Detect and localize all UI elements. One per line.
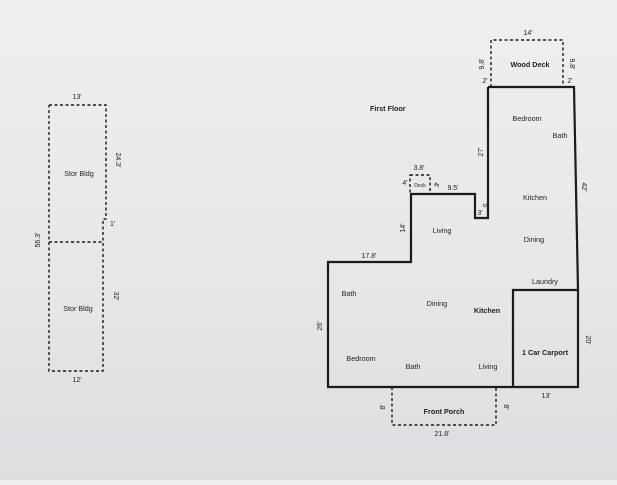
dim-porch-width: 21.8' — [435, 431, 450, 438]
dim-small-deck-left: 4' — [402, 180, 407, 187]
dim-small-deck-right: 4' — [432, 182, 439, 187]
dim-porch-left: 8' — [380, 404, 387, 409]
dim-deck-right-step: 2' — [567, 78, 572, 85]
dim-upper-left-27: 27' — [478, 147, 485, 156]
room-bath-left: Bath — [342, 289, 357, 298]
dim-carport-20: 20' — [584, 335, 591, 344]
storage-dim-right-lower: 32' — [112, 291, 119, 300]
storage-building: 13' 56.3' 24.3' 1' 32' 12' Stor Bldg Sto… — [35, 94, 121, 384]
house-exterior-wall — [326, 85, 580, 389]
dim-jog-9-5: 9.5' — [447, 185, 458, 192]
front-porch-outline — [391, 387, 497, 426]
room-laundry: Laundry — [532, 277, 558, 286]
room-stor-bldg-bottom: Stor Bldg — [63, 304, 93, 313]
storage-outline — [48, 104, 107, 372]
dim-porch-right: 8' — [502, 404, 509, 409]
dim-deck-left-step: 2' — [482, 78, 487, 85]
room-bath-upper: Bath — [553, 131, 568, 140]
room-deck-small: Deck — [414, 183, 426, 189]
room-stor-bldg-top: Stor Bldg — [64, 169, 94, 178]
room-front-porch: Front Porch — [424, 407, 465, 416]
storage-dim-bottom: 12' — [72, 377, 81, 384]
dim-right-42: 42' — [580, 182, 587, 191]
room-bedroom-upper: Bedroom — [512, 114, 541, 123]
dim-jog-3: 3' — [477, 210, 482, 217]
dim-jog-5: 5' — [481, 203, 488, 208]
dim-deck-left: 9.8' — [479, 58, 486, 69]
dim-deck-right: 9.8' — [568, 58, 575, 69]
wood-deck-outline — [490, 39, 564, 87]
dim-left-26: 26' — [317, 321, 324, 330]
room-carport: 1 Car Carport — [522, 348, 569, 357]
dim-carport-13: 13' — [541, 393, 550, 400]
carport-wall — [511, 288, 578, 387]
room-wood-deck: Wood Deck — [510, 60, 549, 69]
room-bath-lower: Bath — [406, 362, 421, 371]
dim-small-deck-width: 3.8' — [413, 165, 424, 172]
storage-dim-notch: 1' — [110, 221, 115, 228]
room-dining-lower: Dining — [427, 299, 447, 308]
storage-dim-top: 13' — [72, 94, 81, 101]
storage-dim-left: 56.3' — [35, 233, 42, 248]
small-deck-outline — [409, 174, 431, 195]
room-kitchen-lower: Kitchen — [474, 306, 500, 315]
dim-left-17-8: 17.8' — [362, 253, 377, 260]
room-living-lower: Living — [479, 362, 498, 371]
floor-title: First Floor — [370, 104, 406, 113]
room-dining-upper: Dining — [524, 235, 544, 244]
dim-living-14: 14' — [400, 223, 407, 232]
storage-dim-right-upper: 24.3' — [114, 153, 121, 168]
room-living-upper: Living — [433, 226, 452, 235]
house-plan: Wood Deck Bedroom Bath Deck Kitchen Livi… — [317, 30, 591, 438]
dim-deck-width: 14' — [523, 30, 532, 37]
room-bedroom-lower: Bedroom — [346, 354, 375, 363]
room-kitchen-upper: Kitchen — [523, 193, 547, 202]
